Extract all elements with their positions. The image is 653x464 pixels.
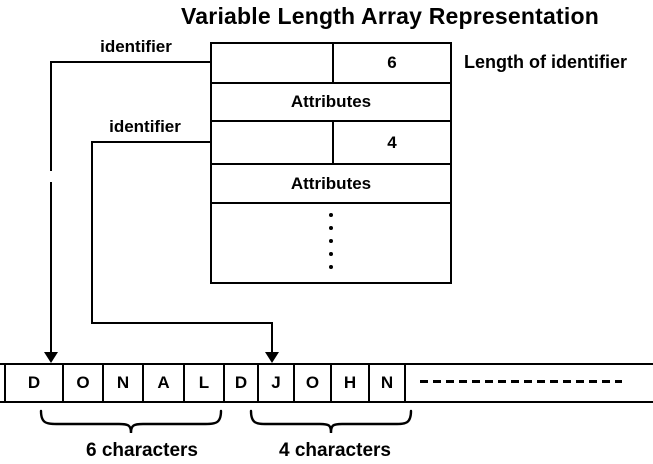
ellipsis-dot: [329, 226, 333, 230]
ellipsis-dot: [329, 252, 333, 256]
ellipsis-dot: [329, 213, 333, 217]
pointer1-arrowhead-icon: [44, 352, 58, 363]
array-cell: O: [293, 365, 330, 401]
six-characters-label: 6 characters: [86, 440, 198, 461]
ellipsis-dot: [329, 265, 333, 269]
pointer2-horizontal-line-bottom: [91, 322, 273, 324]
pointer2-vertical-drop-line: [271, 322, 273, 353]
length-value-cell-2: 4: [387, 132, 397, 152]
six-characters-brace: [39, 409, 223, 434]
array-cell: A: [142, 365, 183, 401]
character-cells: D O N A L D J O H N: [4, 365, 406, 401]
ellipsis-dot: [329, 239, 333, 243]
identifier-label-1: identifier: [100, 37, 172, 56]
attributes-row-2: Attributes: [212, 165, 450, 204]
record-table: 6 Attributes 4 Attributes: [210, 42, 452, 284]
identifier-pointer-cell-2: [212, 122, 334, 163]
diagram-title: Variable Length Array Representation: [181, 3, 599, 29]
four-characters-label: 4 characters: [279, 440, 391, 461]
pointer1-vertical-line-lower: [50, 182, 52, 353]
ellipsis-row: [212, 204, 450, 290]
pointer2-horizontal-line-top: [92, 141, 210, 143]
array-cell: L: [183, 365, 223, 401]
record-row-length-4: 4: [212, 122, 450, 165]
length-of-identifier-label: Length of identifier: [464, 51, 627, 72]
length-value-cell-1: 6: [387, 53, 397, 72]
pointer1-vertical-line-upper: [50, 61, 52, 171]
empty-space-dashed-line: [420, 380, 622, 383]
character-array-strip: D O N A L D J O H N: [0, 363, 653, 403]
array-cell: D: [4, 365, 62, 401]
attributes-row-1: Attributes: [212, 84, 450, 122]
array-cell: J: [257, 365, 293, 401]
array-cell: O: [62, 365, 102, 401]
pointer2-arrowhead-icon: [265, 352, 279, 363]
identifier-label-2: identifier: [109, 117, 181, 136]
identifier-pointer-cell-1: [212, 44, 334, 82]
record-row-length-6: 6: [212, 44, 450, 84]
array-cell: H: [330, 365, 368, 401]
array-cell: D: [223, 365, 257, 401]
pointer2-vertical-line: [91, 141, 93, 324]
array-cell: N: [102, 365, 142, 401]
four-characters-brace: [249, 409, 413, 434]
pointer1-horizontal-line: [51, 61, 210, 63]
array-cell: N: [368, 365, 406, 401]
